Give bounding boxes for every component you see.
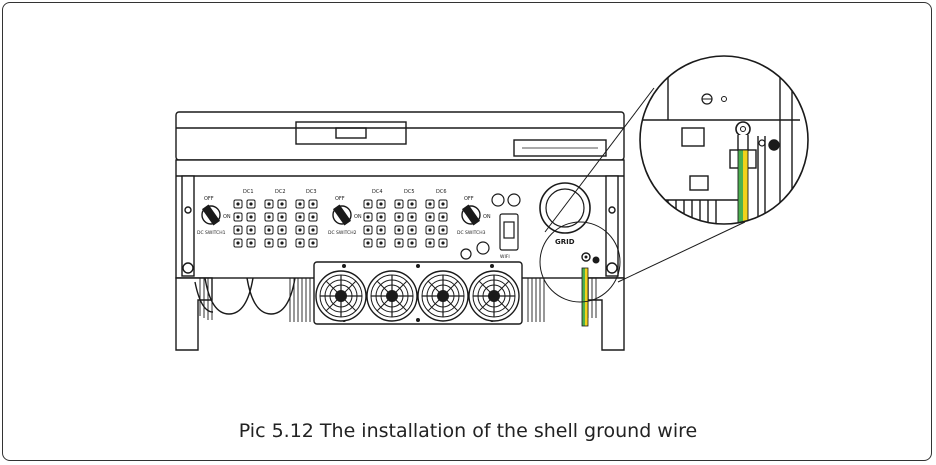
leader-line-bottom xyxy=(617,221,746,283)
dc-switch-label: DC SWITCH2 xyxy=(328,230,357,236)
dc-connector xyxy=(407,212,417,222)
dc-connector xyxy=(376,212,386,222)
dc-connector xyxy=(264,212,274,222)
dc-connector xyxy=(376,199,386,209)
dc-label: DC3 xyxy=(306,189,317,195)
switch-off-label: OFF xyxy=(464,196,474,202)
fan-3 xyxy=(417,270,469,322)
dc-connector xyxy=(394,238,404,248)
dc-connector xyxy=(295,199,305,209)
fan-2 xyxy=(366,270,418,322)
dc-connector xyxy=(246,199,256,209)
dc-connector xyxy=(233,238,243,248)
dc-switch-label: DC SWITCH1 xyxy=(197,230,226,236)
dc-connector xyxy=(277,238,287,248)
ground-wire-green xyxy=(582,268,585,326)
switch-on-label: ON xyxy=(483,214,491,220)
leader-line-top xyxy=(544,87,655,233)
dc-connector xyxy=(246,225,256,235)
dc-connector xyxy=(246,212,256,222)
dc-connector xyxy=(264,238,274,248)
dc-connector xyxy=(264,225,274,235)
dc-connector xyxy=(394,225,404,235)
dc-switch-3: OFF ON DC SWITCH3 xyxy=(457,196,491,236)
dc-connector xyxy=(246,238,256,248)
dc-connector xyxy=(308,212,318,222)
switch-off-label: OFF xyxy=(204,196,214,202)
dc-connector xyxy=(438,212,448,222)
fan-4 xyxy=(468,270,520,322)
ground-terminal xyxy=(581,252,600,327)
dc-connector xyxy=(425,212,435,222)
dc-connector xyxy=(394,212,404,222)
fan-housing xyxy=(313,261,523,325)
dc-switch-2: OFF ON DC SWITCH2 xyxy=(328,196,362,236)
dc-connector xyxy=(308,225,318,235)
dc-connector xyxy=(277,199,287,209)
dc-connector xyxy=(438,199,448,209)
detail-source-circle xyxy=(539,221,621,303)
dc-connector xyxy=(264,199,274,209)
dc-connector xyxy=(425,225,435,235)
ground-wire-yellow xyxy=(585,268,588,326)
dc-connector xyxy=(295,238,305,248)
dc-label: DC2 xyxy=(275,189,286,195)
grid-label: GRID xyxy=(555,238,575,246)
dc-connector xyxy=(233,212,243,222)
comm-ports: WIFI xyxy=(460,193,521,260)
switch-on-label: ON xyxy=(223,214,231,220)
dc-connector xyxy=(394,199,404,209)
dc-connector xyxy=(233,199,243,209)
dc-label: DC1 xyxy=(243,189,254,195)
ground-wire-green xyxy=(738,150,743,224)
dc-connector xyxy=(438,238,448,248)
switch-off-label: OFF xyxy=(335,196,345,202)
dc-connector xyxy=(407,238,417,248)
dc-connector xyxy=(376,225,386,235)
magnified-detail xyxy=(639,55,809,225)
dc-label: DC5 xyxy=(404,189,415,195)
dc-connector xyxy=(363,225,373,235)
wifi-label: WIFI xyxy=(500,254,510,260)
dc-connector xyxy=(425,199,435,209)
switch-on-label: ON xyxy=(354,214,362,220)
ground-wire-yellow xyxy=(743,150,748,224)
dc-connector xyxy=(425,238,435,248)
dc-connector xyxy=(277,225,287,235)
dc-connector xyxy=(407,199,417,209)
dc-connector xyxy=(438,225,448,235)
dc-connector xyxy=(363,212,373,222)
dc-connector xyxy=(277,212,287,222)
inverter-feet xyxy=(175,277,625,351)
dc-label: DC6 xyxy=(436,189,447,195)
dc-label: DC4 xyxy=(372,189,383,195)
dc-connector xyxy=(308,199,318,209)
dc-connector xyxy=(363,199,373,209)
dc-connector xyxy=(407,225,417,235)
dc-connector xyxy=(376,238,386,248)
dc-switch-label: DC SWITCH3 xyxy=(457,230,486,236)
dc-connector xyxy=(233,225,243,235)
figure-caption: Pic 5.12 The installation of the shell g… xyxy=(238,420,698,442)
dc-switch-1: OFF ON DC SWITCH1 xyxy=(197,196,231,236)
dc-connector xyxy=(295,225,305,235)
dc-input-labels: DC1 DC2 DC3 DC4 DC5 DC6 xyxy=(243,189,447,195)
dc-connector xyxy=(363,238,373,248)
fan-1 xyxy=(315,270,367,322)
dc-connector xyxy=(295,212,305,222)
dc-connector xyxy=(308,238,318,248)
